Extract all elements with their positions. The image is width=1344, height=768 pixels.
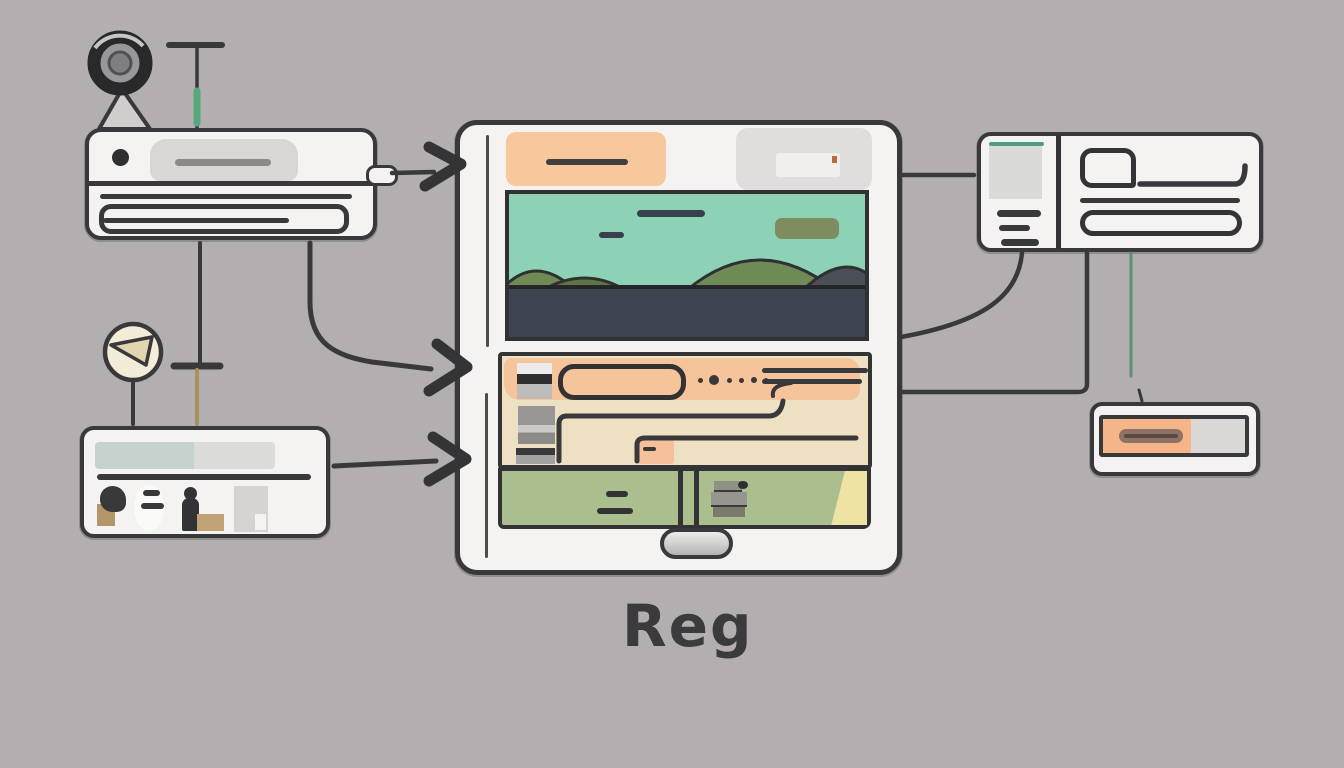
button-track bbox=[1099, 415, 1249, 457]
chip-dash bbox=[643, 447, 656, 451]
glyph-blob bbox=[100, 486, 126, 512]
footer-stack-bar bbox=[714, 481, 748, 492]
footer-dash bbox=[597, 508, 633, 514]
footer-divider bbox=[678, 470, 683, 526]
tablet-mockup bbox=[455, 120, 902, 575]
thumbnail-band bbox=[95, 442, 275, 469]
card-divider bbox=[87, 181, 375, 186]
olive-button bbox=[775, 218, 839, 239]
slider-dot bbox=[739, 378, 744, 383]
footer-stack-bar bbox=[711, 492, 747, 507]
pill-outline bbox=[1080, 210, 1242, 236]
tan-block bbox=[197, 514, 224, 531]
home-button bbox=[660, 528, 733, 559]
figure-body bbox=[182, 498, 199, 531]
mini-block bbox=[517, 363, 552, 399]
hero-image bbox=[505, 190, 869, 341]
right-card-elbow-to-tablet bbox=[898, 250, 1090, 395]
button-card bbox=[1090, 402, 1260, 476]
thumbnail-notch bbox=[255, 514, 266, 530]
header-gray-tile bbox=[736, 128, 872, 190]
detail-card bbox=[977, 132, 1263, 252]
card-divider-vertical bbox=[1056, 135, 1061, 249]
top-card-curve-to-tablet bbox=[307, 240, 434, 372]
panel-line bbox=[762, 379, 862, 384]
media-card bbox=[80, 426, 330, 538]
landscape-illustration bbox=[509, 258, 865, 337]
sky-dash bbox=[599, 232, 624, 238]
bezel-line-bottom bbox=[485, 393, 488, 558]
row-text-line bbox=[103, 218, 289, 223]
label-stripe bbox=[1124, 434, 1178, 438]
yellow-page-corner bbox=[831, 471, 867, 525]
footer-stack-bar bbox=[713, 507, 745, 517]
input-field-outline bbox=[558, 364, 686, 400]
figure-head bbox=[184, 487, 197, 500]
form-panel bbox=[498, 352, 872, 469]
glyph-dash bbox=[143, 490, 160, 496]
slider-dot bbox=[698, 378, 703, 383]
connector-pill bbox=[366, 165, 398, 186]
orange-chip bbox=[636, 438, 674, 464]
card-header-tab bbox=[150, 139, 298, 181]
button-card-tick bbox=[1137, 388, 1144, 403]
mini-block bbox=[518, 406, 555, 444]
bottom-card-to-tablet-line bbox=[331, 458, 439, 469]
text-line bbox=[100, 194, 352, 199]
header-peach-tile bbox=[506, 132, 666, 186]
teal-accent-line bbox=[989, 142, 1044, 146]
slider-dot-large bbox=[709, 375, 719, 385]
gray-tile-inner bbox=[776, 153, 840, 177]
text-line bbox=[1080, 198, 1240, 203]
mini-block bbox=[516, 448, 555, 464]
text-dash bbox=[1001, 239, 1039, 246]
image-placeholder bbox=[989, 146, 1042, 199]
sky-dash bbox=[637, 210, 705, 217]
title-line bbox=[97, 474, 311, 480]
list-row-outline bbox=[99, 204, 349, 234]
footer-dash bbox=[606, 491, 628, 497]
right-card-curve-to-tablet bbox=[898, 250, 1025, 340]
top-card-to-tablet-line bbox=[389, 169, 437, 176]
header-text-line bbox=[175, 159, 271, 166]
bezel-line-top bbox=[486, 135, 489, 347]
footer-divider bbox=[694, 470, 699, 526]
camera-lens-icon bbox=[87, 30, 153, 131]
text-dash bbox=[997, 210, 1041, 217]
header-text-line bbox=[546, 159, 628, 165]
slider-dot bbox=[751, 377, 757, 383]
glyph-dash bbox=[141, 503, 164, 509]
slider-dot bbox=[727, 378, 732, 383]
thumb-outline bbox=[1080, 148, 1136, 188]
list-card bbox=[85, 128, 377, 240]
panel-line bbox=[762, 368, 868, 373]
caption-text: Reg bbox=[622, 592, 754, 660]
button-label-bar bbox=[1119, 429, 1183, 443]
stack-dot bbox=[738, 481, 748, 489]
bullet-dot-icon bbox=[112, 149, 129, 166]
dial-gauge-icon bbox=[102, 321, 164, 383]
footer-strip bbox=[498, 467, 871, 529]
gray-thumbnail bbox=[234, 486, 268, 532]
text-dash bbox=[999, 225, 1030, 231]
tiny-orange-mark bbox=[832, 156, 837, 163]
